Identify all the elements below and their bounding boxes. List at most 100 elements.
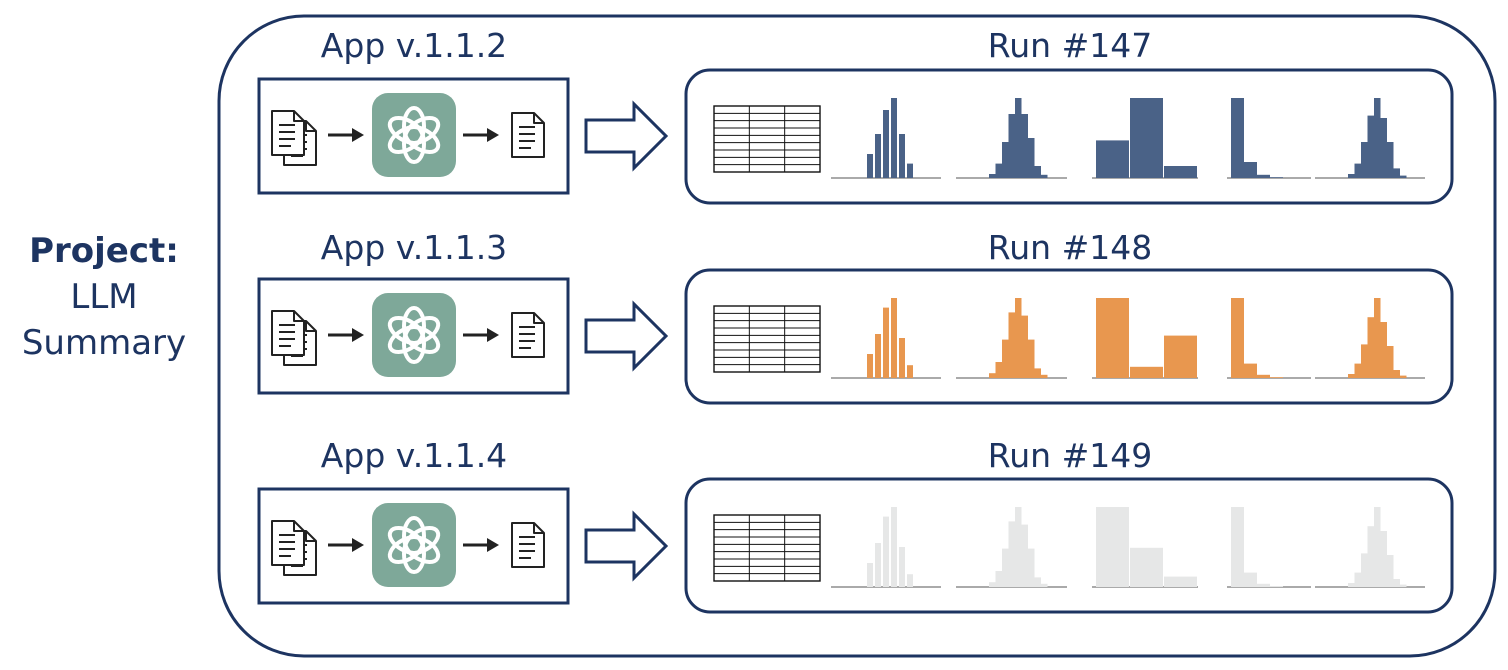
histogram-bar bbox=[989, 582, 996, 587]
histogram-bar bbox=[1380, 322, 1387, 378]
table-icon-frame bbox=[713, 105, 821, 173]
histogram-bar bbox=[883, 516, 889, 587]
pipeline-row-1 bbox=[257, 68, 1454, 205]
histogram-bar bbox=[1400, 584, 1407, 587]
histogram-bar bbox=[1367, 115, 1374, 178]
histogram-bar bbox=[1130, 547, 1163, 587]
histogram-3 bbox=[1092, 98, 1198, 179]
project-name-line2: Summary bbox=[21, 323, 187, 363]
histogram-bar bbox=[1015, 298, 1022, 378]
histogram-bar bbox=[1034, 577, 1041, 587]
histogram-1 bbox=[831, 507, 941, 588]
histogram-bar bbox=[1002, 548, 1009, 587]
app-version-label: App v.1.1.4 bbox=[320, 436, 508, 475]
chatgpt-icon-bg bbox=[372, 503, 456, 587]
histogram-bar bbox=[1400, 175, 1407, 178]
run-label: Run #149 bbox=[987, 436, 1153, 475]
histogram-2 bbox=[956, 298, 1067, 379]
project-container bbox=[217, 14, 1497, 658]
histogram-bar bbox=[1374, 98, 1381, 178]
table-icon-frame bbox=[713, 514, 821, 582]
histogram-bar bbox=[1130, 98, 1163, 178]
document-fold bbox=[293, 111, 304, 122]
histogram-bar bbox=[1393, 370, 1400, 378]
histogram-bar bbox=[1387, 142, 1394, 178]
histogram-bar bbox=[867, 563, 873, 587]
histogram-bar bbox=[907, 574, 913, 587]
histogram-bar bbox=[1270, 377, 1283, 378]
histogram-bar bbox=[1041, 174, 1048, 178]
project-label: Project: LLM Summary bbox=[14, 228, 194, 366]
document-fold bbox=[533, 113, 544, 124]
histogram-bar bbox=[1367, 526, 1374, 587]
document-fold bbox=[305, 531, 316, 542]
histogram-bar bbox=[1021, 524, 1028, 587]
histogram-bar bbox=[989, 174, 996, 178]
histogram-bar bbox=[899, 547, 905, 587]
histogram-bar bbox=[1348, 583, 1355, 587]
histogram-5 bbox=[1315, 507, 1425, 588]
histogram-3 bbox=[1092, 507, 1198, 588]
histogram-bar bbox=[1231, 507, 1244, 587]
run-label: Run #148 bbox=[987, 228, 1153, 267]
project-name-line1: LLM bbox=[70, 277, 138, 317]
chatgpt-icon-bg bbox=[372, 93, 456, 177]
run-arrow bbox=[584, 510, 669, 582]
histogram-bar bbox=[891, 98, 897, 178]
histogram-bar bbox=[1257, 174, 1270, 178]
histogram-bar bbox=[1374, 507, 1381, 587]
histogram-bar bbox=[1028, 138, 1035, 178]
chatgpt-petal bbox=[387, 116, 425, 145]
histogram-bar bbox=[1028, 339, 1035, 378]
histogram-bar bbox=[1244, 162, 1257, 178]
histogram-bar bbox=[1374, 298, 1381, 378]
app-version-label: App v.1.1.2 bbox=[320, 26, 508, 65]
pipeline-row-2 bbox=[257, 268, 1454, 405]
histogram-bar bbox=[995, 163, 1002, 178]
histogram-bar bbox=[1244, 572, 1257, 587]
histogram-bar bbox=[1164, 166, 1197, 178]
histogram-bar bbox=[1387, 346, 1394, 378]
histogram-3 bbox=[1092, 298, 1198, 379]
histogram-bar bbox=[899, 338, 905, 378]
app-version-label: App v.1.1.3 bbox=[320, 228, 508, 267]
histogram-bar bbox=[1354, 572, 1361, 587]
histogram-bar bbox=[1231, 298, 1244, 378]
run-arrow bbox=[584, 100, 669, 172]
histogram-bar bbox=[1393, 168, 1400, 178]
run-arrow bbox=[584, 300, 669, 372]
document-fold bbox=[293, 311, 304, 322]
histogram-bar bbox=[1130, 366, 1163, 378]
histogram-bar bbox=[1361, 553, 1368, 587]
flow-arrow-head bbox=[352, 128, 364, 142]
histogram-bar bbox=[1028, 548, 1035, 587]
document-fold bbox=[305, 121, 316, 132]
histogram-bar bbox=[1270, 586, 1283, 587]
histogram-bar bbox=[1096, 298, 1129, 378]
histogram-bar bbox=[883, 307, 889, 378]
histogram-bar bbox=[1348, 374, 1355, 378]
histogram-bar bbox=[1354, 163, 1361, 178]
project-title: Project: bbox=[29, 231, 179, 271]
histogram-bar bbox=[1096, 140, 1129, 178]
histogram-bar bbox=[1367, 317, 1374, 378]
histogram-bar bbox=[883, 110, 889, 178]
histogram-5 bbox=[1315, 98, 1425, 179]
histogram-bar bbox=[907, 365, 913, 378]
histogram-bar bbox=[1034, 368, 1041, 378]
flow-arrow-head bbox=[487, 328, 499, 342]
histogram-bar bbox=[1257, 374, 1270, 378]
histogram-bar bbox=[1361, 344, 1368, 378]
histogram-bar bbox=[1393, 579, 1400, 587]
histogram-4 bbox=[1227, 507, 1311, 588]
flow-arrow-head bbox=[352, 328, 364, 342]
histogram-bar bbox=[1015, 507, 1022, 587]
histogram-bar bbox=[891, 298, 897, 378]
document-fold bbox=[533, 523, 544, 534]
flow-arrow-head bbox=[487, 538, 499, 552]
histogram-bar bbox=[1021, 315, 1028, 378]
histogram-bar bbox=[867, 154, 873, 178]
chatgpt-petal bbox=[387, 526, 425, 555]
